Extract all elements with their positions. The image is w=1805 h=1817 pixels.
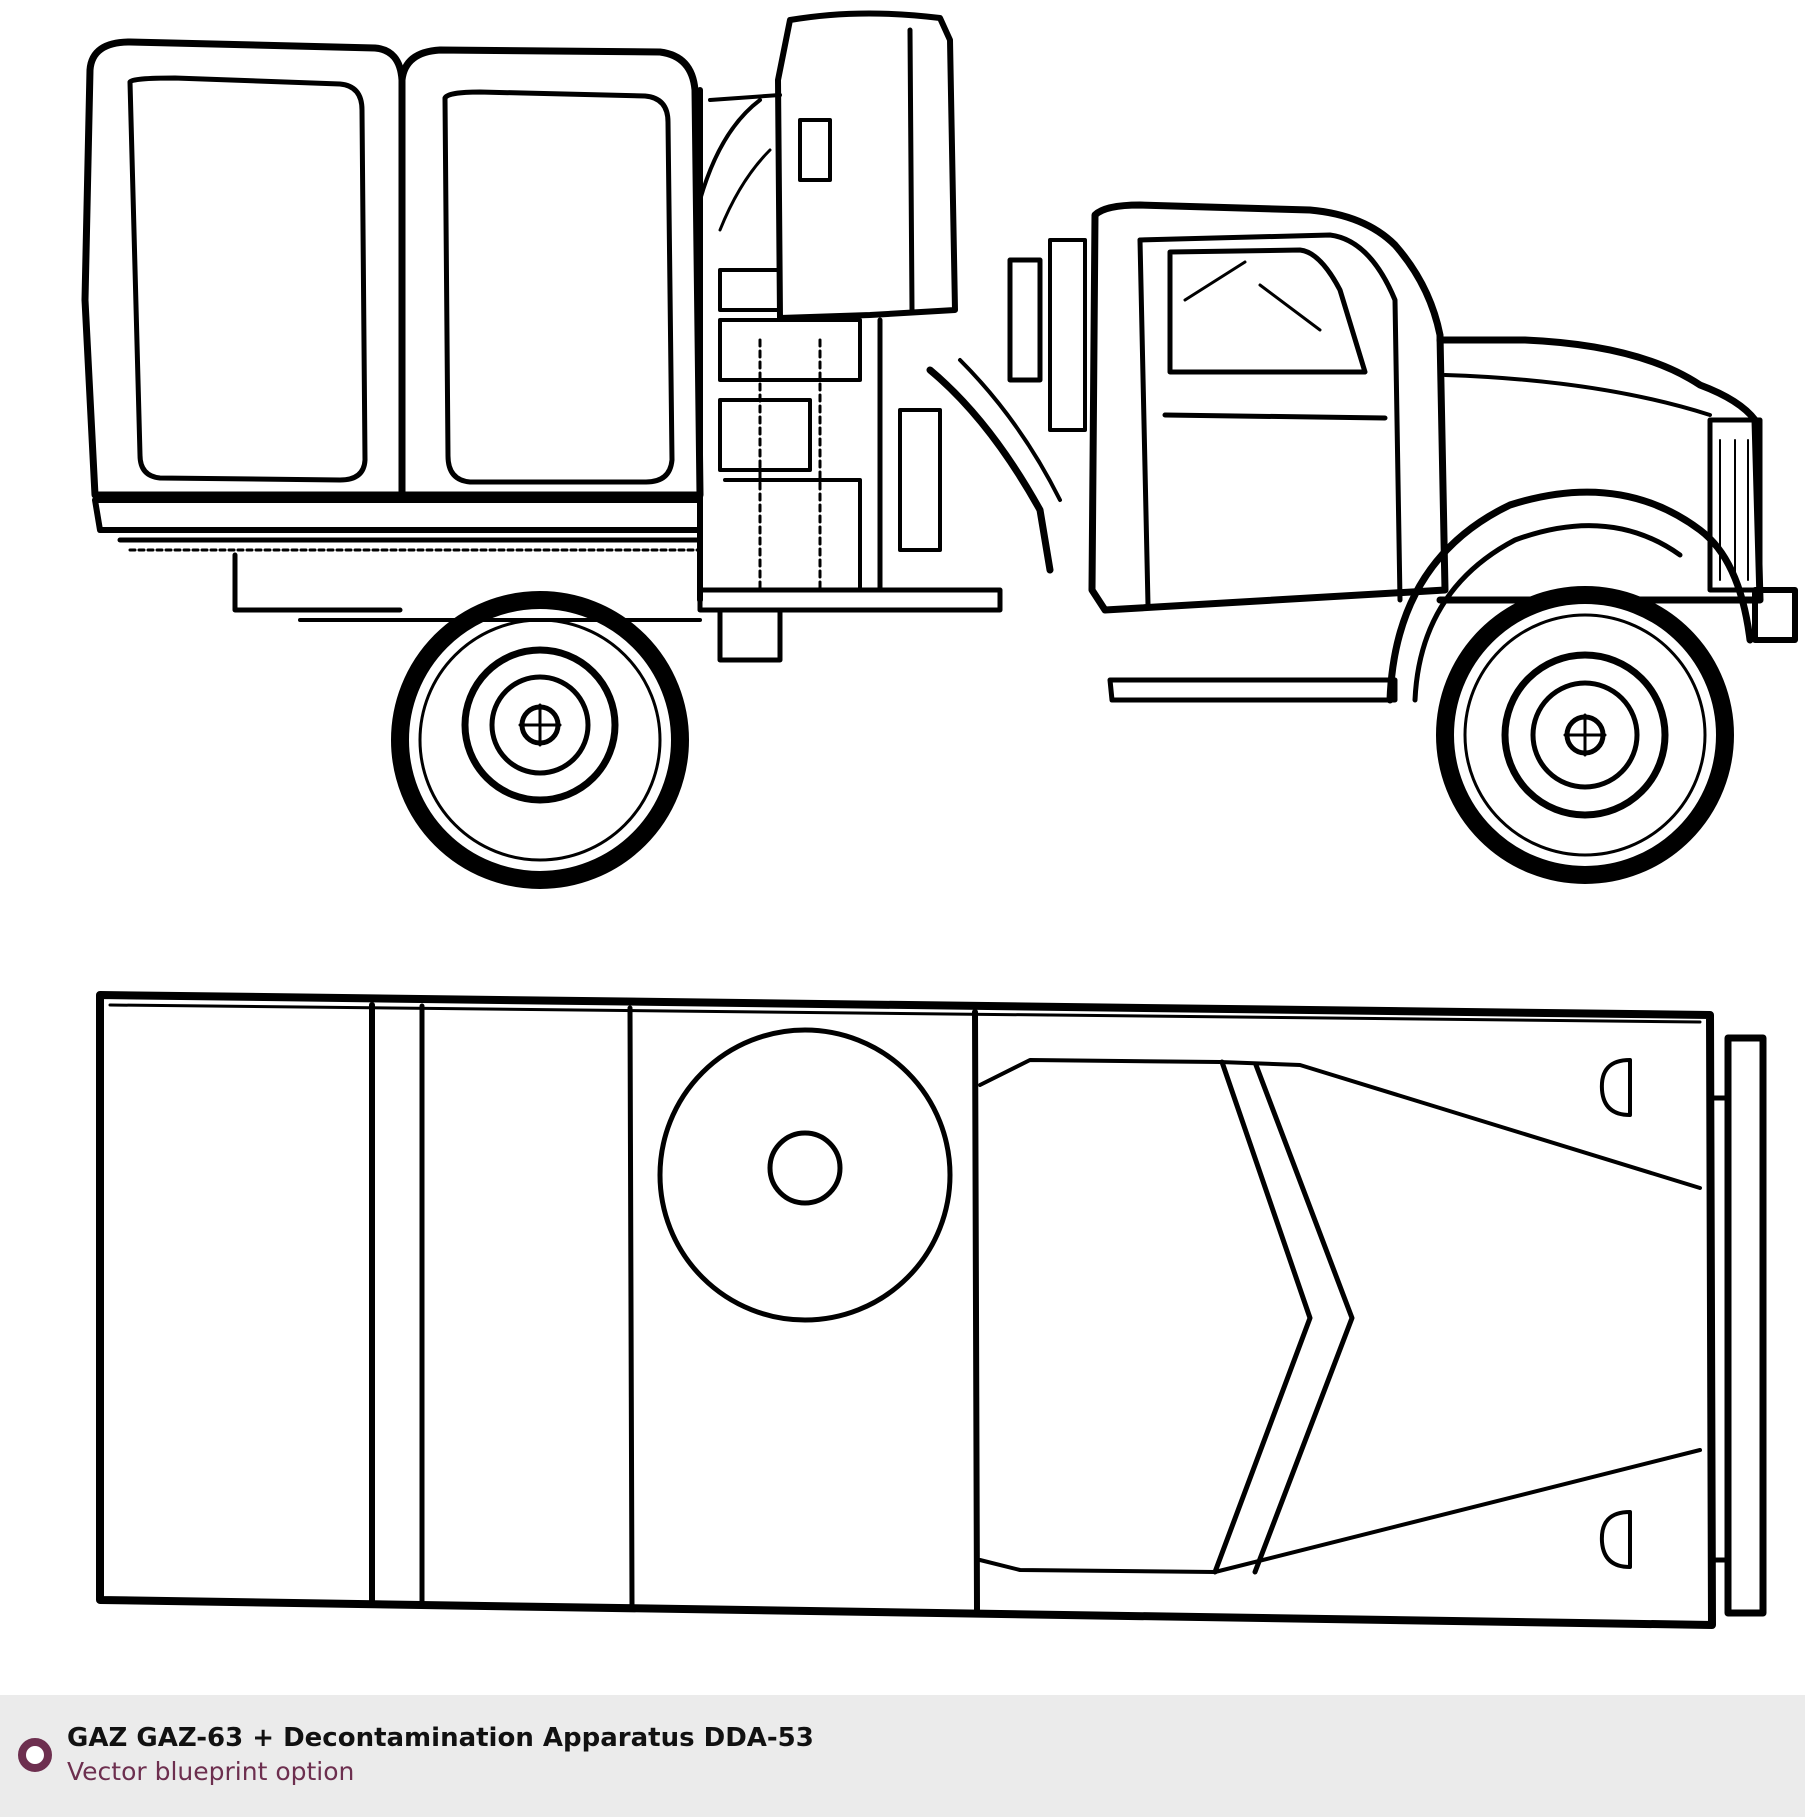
blueprint-drawing-area [81, 10, 1798, 1629]
side-view [81, 10, 1798, 889]
hood-and-fender [1386, 336, 1798, 704]
rear-door-right [398, 46, 704, 499]
front-wheel [1436, 586, 1734, 884]
front-bumper [1709, 1034, 1767, 1617]
radio-option-icon[interactable] [18, 1738, 52, 1772]
blueprint-subtitle[interactable]: Vector blueprint option [67, 1757, 355, 1786]
rear-door-left [81, 38, 406, 499]
caption-footer: GAZ GAZ-63 + Decontamination Apparatus D… [0, 1695, 1805, 1817]
cab-roof [978, 1058, 1702, 1575]
truck-blueprint-drawing [81, 10, 1798, 1629]
cab [1088, 201, 1449, 703]
top-view [96, 991, 1767, 1629]
rear-wheel [391, 591, 689, 889]
decontamination-apparatus [697, 10, 1087, 663]
tank-hatch [657, 1027, 953, 1323]
blueprint-title: GAZ GAZ-63 + Decontamination Apparatus D… [67, 1723, 814, 1753]
